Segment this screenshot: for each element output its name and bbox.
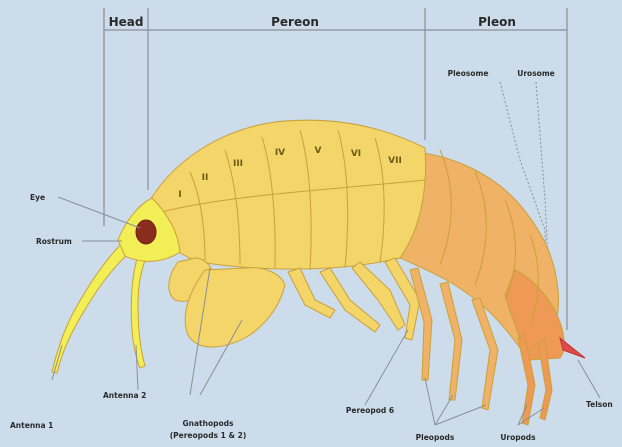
segment-numeral: II <box>202 173 209 183</box>
gnathopods-sub-label: (Pereopods 1 & 2) <box>170 431 247 440</box>
antenna-1-shape <box>52 240 132 373</box>
pleosome-label: Pleosome <box>448 69 489 78</box>
gnathopods-label: Gnathopods <box>183 419 235 428</box>
pereopod-label: Pereopod 6 <box>346 406 394 415</box>
telson-shape <box>560 338 585 358</box>
antenna-1-label: Antenna 1 <box>10 421 53 430</box>
segment-numeral: III <box>233 159 243 169</box>
rostrum-label: Rostrum <box>36 237 72 246</box>
urosome-label: Urosome <box>517 69 554 78</box>
gnathopod-2-shape <box>185 268 285 347</box>
telson-label: Telson <box>586 400 613 409</box>
uropods-label: Uropods <box>500 433 536 442</box>
antenna-2-shape <box>131 255 146 368</box>
segment-numeral: IV <box>275 148 285 158</box>
amphipod-body <box>52 120 585 425</box>
antenna-2-label: Antenna 2 <box>103 391 146 400</box>
pleon-label: Pleon <box>478 15 516 29</box>
head-label: Head <box>109 15 144 29</box>
segment-numeral: I <box>178 190 181 200</box>
pereon-label: Pereon <box>271 15 319 29</box>
segment-numeral: V <box>315 146 322 156</box>
segment-numeral: VII <box>388 156 402 166</box>
pereopods <box>288 258 420 340</box>
eye-label: Eye <box>30 193 45 202</box>
pleopods-label: Pleopods <box>416 433 455 442</box>
eye-shape <box>136 220 156 244</box>
segment-numeral: VI <box>351 149 361 159</box>
